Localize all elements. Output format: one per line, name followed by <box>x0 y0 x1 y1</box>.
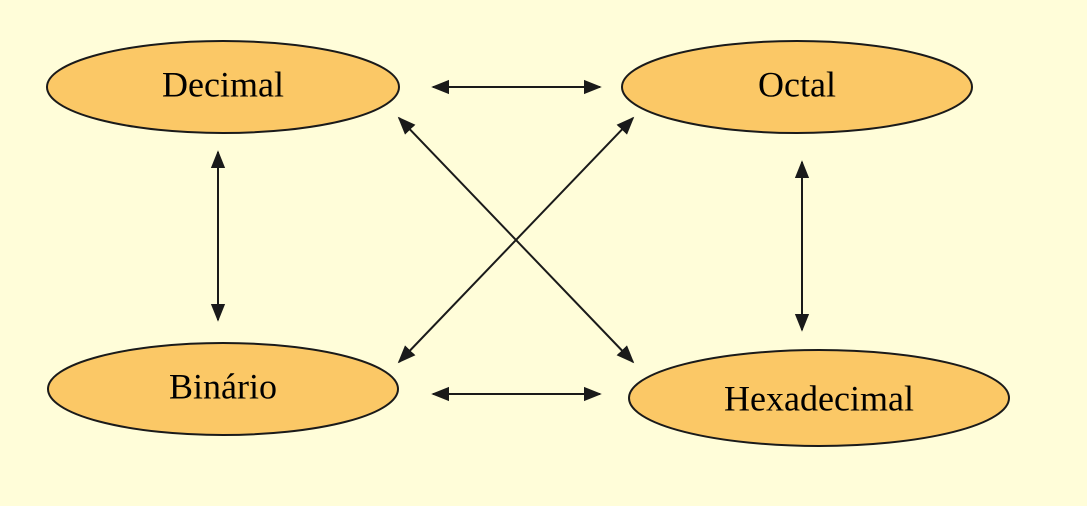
node-octal-shape <box>621 40 973 134</box>
node-decimal-shape <box>46 40 400 134</box>
node-binario-shape <box>47 342 399 436</box>
arrow-octal-binario <box>397 116 635 364</box>
node-decimal: Decimal <box>46 40 400 134</box>
node-octal-label: Octal <box>758 64 836 104</box>
node-hexadecimal: Hexadecimal <box>628 349 1010 447</box>
node-binario: Binário <box>47 342 399 436</box>
node-hexadecimal-shape <box>628 349 1010 447</box>
node-octal: Octal <box>621 40 973 134</box>
node-decimal-label: Decimal <box>162 64 284 104</box>
node-hexadecimal-label: Hexadecimal <box>724 378 914 418</box>
node-binario-label: Binário <box>169 366 277 406</box>
